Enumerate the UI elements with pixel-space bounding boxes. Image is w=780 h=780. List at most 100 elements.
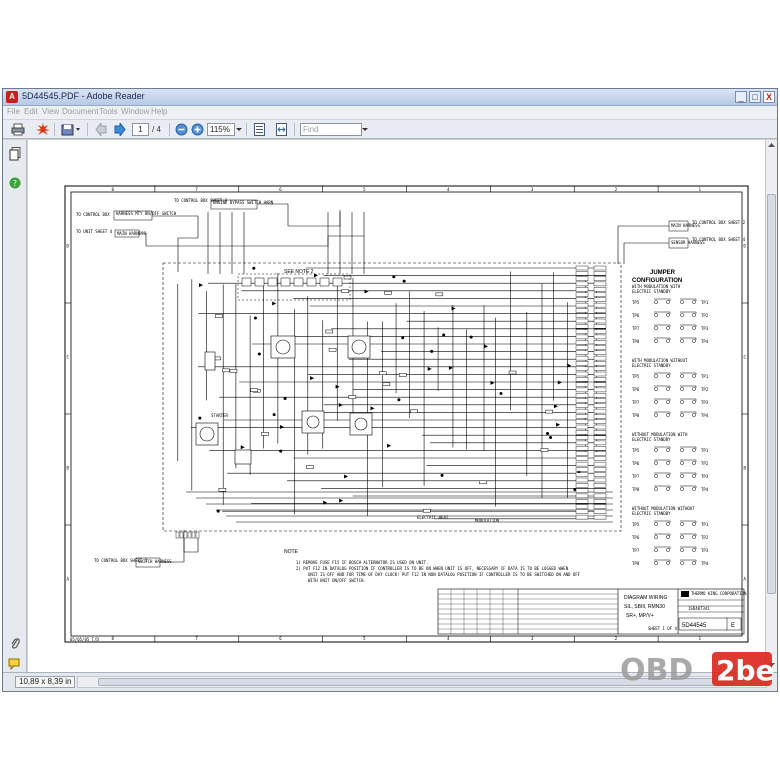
splice-node — [397, 398, 401, 402]
jumper-section-heading: WITHOUT MODULATION WITH — [632, 432, 688, 437]
diode — [344, 474, 349, 479]
glow-plug-relay — [301, 410, 325, 434]
menu-file[interactable]: File — [7, 107, 20, 116]
zone-number-top: 3 — [531, 187, 534, 192]
find-input[interactable]: Find — [300, 123, 362, 136]
jumper-label-left: TP8 — [632, 487, 640, 492]
zoom-level-field[interactable]: 115% — [207, 123, 235, 136]
menu-bar: File Edit View Document Tools Window Hel… — [3, 106, 777, 120]
splice-node — [573, 487, 577, 491]
jumper-label-right: TP4 — [701, 413, 709, 418]
attachment-icon[interactable] — [9, 637, 21, 650]
menu-tools[interactable]: Tools — [99, 107, 118, 116]
save-copy-icon[interactable] — [61, 123, 81, 136]
splice-node — [546, 432, 550, 436]
terminal — [575, 499, 589, 504]
diode — [448, 365, 453, 370]
menu-edit[interactable]: Edit — [24, 107, 38, 116]
scroll-up-icon[interactable] — [767, 141, 776, 150]
find-dropdown-icon[interactable] — [362, 123, 368, 136]
run-relay — [349, 412, 373, 436]
terminal — [575, 477, 589, 483]
window-title: 5D44545.PDF - Adobe Reader — [22, 91, 145, 101]
terminal — [575, 308, 589, 313]
jumper-label-left: TP6 — [632, 387, 640, 392]
connector-pin — [175, 531, 180, 539]
fuse — [399, 373, 407, 377]
comments-icon[interactable] — [8, 658, 22, 670]
terminal — [575, 286, 589, 292]
previous-page-icon[interactable] — [95, 123, 108, 136]
terminal — [575, 366, 589, 371]
terminal — [593, 302, 607, 308]
fuse — [343, 275, 352, 280]
terminal — [575, 414, 589, 419]
zone-letter-right: A — [744, 577, 747, 582]
maximize-button[interactable]: □ — [749, 91, 761, 103]
menu-document[interactable]: Document — [62, 107, 99, 116]
drawing-title-line-1: DIAGRAM WIRING — [624, 595, 667, 601]
terminal — [593, 355, 607, 361]
next-page-icon[interactable] — [113, 123, 126, 136]
jumper-label-right: TP4 — [701, 561, 709, 566]
page-number-input[interactable]: 1 — [132, 123, 149, 136]
diode — [553, 404, 558, 409]
splice-node — [253, 316, 257, 320]
terminal — [575, 361, 589, 366]
splice-node — [440, 473, 444, 477]
pages-icon[interactable] — [9, 147, 21, 161]
revision-letter: E — [731, 623, 735, 629]
zoom-in-icon[interactable] — [191, 123, 204, 136]
terminal — [593, 483, 607, 488]
jumper-label-left: TP8 — [632, 339, 640, 344]
fuse — [479, 480, 487, 485]
terminal — [593, 461, 607, 467]
menu-help[interactable]: Help — [151, 107, 168, 116]
close-button[interactable]: X — [763, 91, 775, 103]
fuse — [341, 289, 349, 294]
fuse — [306, 465, 314, 469]
terminal — [593, 334, 607, 340]
jumper-label-left: TP7 — [632, 548, 640, 553]
terminal — [575, 419, 589, 424]
terminal — [575, 387, 589, 393]
terminal — [593, 451, 607, 456]
terminal — [593, 286, 607, 292]
menu-window[interactable]: Window — [121, 107, 150, 116]
terminal — [575, 451, 589, 456]
splice-node — [402, 279, 406, 283]
fuse — [540, 448, 549, 452]
diode — [427, 366, 432, 371]
vertical-scroll-thumb[interactable] — [767, 194, 776, 594]
diode — [490, 380, 495, 385]
zoom-out-icon[interactable] — [175, 123, 188, 136]
diode — [387, 443, 392, 448]
fit-page-icon[interactable] — [253, 123, 266, 136]
minimize-button[interactable]: _ — [735, 91, 747, 103]
terminal — [593, 276, 607, 281]
print-icon[interactable] — [11, 123, 25, 136]
jumper-section-heading: WITH MODULATION WITH — [632, 284, 681, 289]
page-size-readout: 10,89 x 8,39 in — [15, 676, 75, 688]
fuse — [378, 371, 387, 375]
terminal — [575, 467, 589, 472]
fuse — [410, 409, 418, 414]
terminal — [575, 514, 589, 520]
terminal — [593, 271, 607, 276]
collaborate-icon[interactable] — [36, 123, 50, 136]
zone-number-bottom: 3 — [531, 636, 534, 641]
help-icon[interactable]: ? — [9, 177, 21, 189]
zoom-dropdown-icon[interactable] — [236, 123, 242, 136]
zone-letter-right: C — [744, 355, 747, 360]
fit-width-icon[interactable] — [275, 123, 288, 136]
starter-motor: STARTER — [195, 413, 228, 446]
terminal — [593, 467, 607, 472]
menu-view[interactable]: View — [42, 107, 60, 116]
vertical-scrollbar[interactable] — [765, 140, 777, 672]
horizontal-scrollbar[interactable] — [77, 676, 767, 688]
zone-number-top: 4 — [447, 187, 450, 192]
title-bar[interactable]: A 5D44545.PDF - Adobe Reader _ □ X — [3, 89, 777, 106]
